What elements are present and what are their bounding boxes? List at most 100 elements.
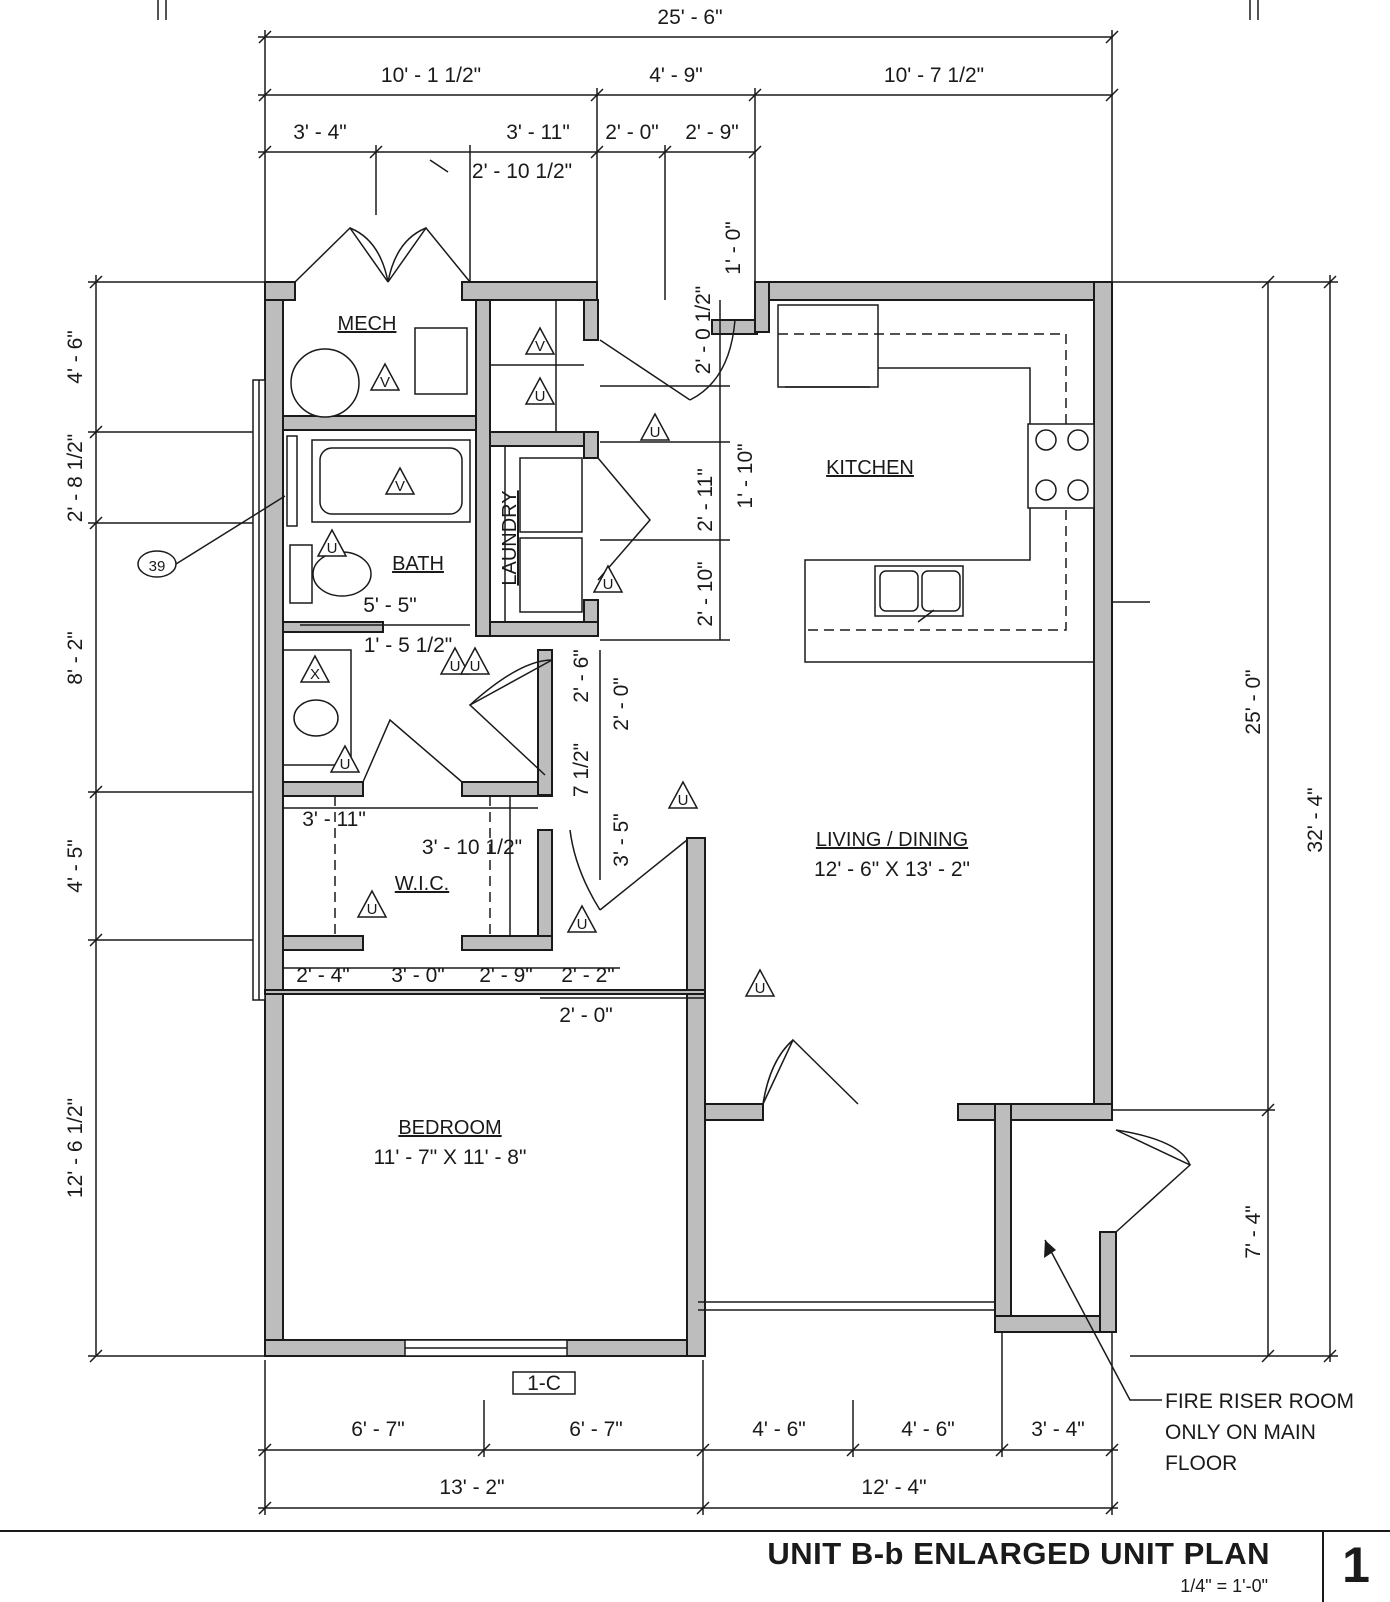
dim-bottom-total-1: 13' - 2" — [439, 1476, 504, 1499]
finish-tag: U — [639, 412, 671, 441]
dim-int-h7: 2' - 9" — [479, 964, 532, 987]
dim-int-h1: 5' - 5" — [363, 594, 416, 617]
top-dimension-lines — [258, 30, 1119, 300]
svg-text:U: U — [577, 916, 588, 933]
dim-int-h9: 2' - 0" — [559, 1004, 612, 1027]
finish-tag: U — [744, 968, 776, 997]
dim-int-v3: 1' - 10" — [734, 443, 757, 508]
dim-int-v1: 1' - 0" — [722, 221, 745, 274]
dim-bottom-2: 6' - 7" — [569, 1418, 622, 1441]
detail-callout: 39 — [137, 495, 286, 578]
dim-left-1: 4' - 6" — [64, 330, 87, 383]
room-size-living: 12' - 6" X 13' - 2" — [814, 858, 970, 881]
title-block-divider — [1322, 1532, 1324, 1602]
dim-left-5: 12' - 6 1/2" — [64, 1098, 87, 1198]
dim-bottom-5: 3' - 4" — [1031, 1418, 1084, 1441]
dim-int-v9: 3' - 5" — [610, 813, 633, 866]
finish-tag: U — [316, 528, 348, 557]
dim-int-v5: 2' - 10" — [694, 561, 717, 626]
dim-top-2: 4' - 9" — [649, 64, 702, 87]
dim-int-v4: 2' - 11" — [694, 468, 717, 532]
fixtures — [282, 300, 1095, 1311]
svg-text:U: U — [678, 792, 689, 809]
sheet-number: 1 — [1342, 1537, 1370, 1593]
sheet-border-ticks — [157, 0, 1259, 20]
dim-overall-width: 25' - 6" — [657, 6, 722, 29]
doors — [294, 226, 1192, 1233]
dim-int-h2: 1' - 5 1/2" — [364, 634, 453, 657]
left-dimension-lines — [88, 275, 282, 1363]
title-block: UNIT B-b ENLARGED UNIT PLAN 1/4" = 1'-0"… — [0, 1530, 1390, 1602]
interior-dimension-lines — [283, 300, 730, 999]
dim-int-h4: 3' - 10 1/2" — [422, 836, 522, 859]
dim-int-v8: 7 1/2" — [570, 743, 593, 797]
dim-bottom-4: 4' - 6" — [901, 1418, 954, 1441]
bottom-dimension-lines — [258, 1318, 1119, 1515]
dim-second-2: 3' - 11" — [506, 121, 570, 144]
fire-riser-note-line-2: ONLY ON MAIN — [1165, 1421, 1316, 1444]
dim-bottom-3: 4' - 6" — [752, 1418, 805, 1441]
room-size-bedroom: 11' - 7" X 11' - 8" — [374, 1146, 527, 1169]
dim-right-2: 32' - 4" — [1304, 787, 1327, 852]
room-label-wic: W.I.C. — [395, 873, 449, 895]
window-tag: 1-C — [512, 1371, 576, 1395]
room-label-laundry: LAUNDRY — [499, 490, 521, 585]
finish-tag: U — [459, 646, 491, 675]
sheet-scale: 1/4" = 1'-0" — [1180, 1576, 1268, 1596]
dim-left-4: 4' - 5" — [64, 839, 87, 892]
dim-bottom-total-2: 12' - 4" — [861, 1476, 926, 1499]
fire-riser-leader — [1044, 1239, 1162, 1401]
dim-int-v6: 2' - 6" — [570, 649, 593, 702]
finish-tag: U — [592, 564, 624, 593]
room-label-bedroom: BEDROOM — [398, 1117, 501, 1139]
finish-tag: U — [566, 904, 598, 933]
dim-right-1: 25' - 0" — [1242, 669, 1265, 734]
fire-riser-note-line-3: FLOOR — [1165, 1452, 1237, 1475]
svg-text:U: U — [450, 658, 461, 675]
room-label-bath: BATH — [392, 553, 444, 575]
fire-riser-note-line-1: FIRE RISER ROOM — [1165, 1390, 1354, 1413]
dim-top-3: 10' - 7 1/2" — [884, 64, 984, 87]
dim-right-3: 7' - 4" — [1242, 1205, 1265, 1258]
dim-int-h5: 2' - 4" — [296, 964, 349, 987]
svg-text:V: V — [535, 338, 545, 355]
dim-bottom-1: 6' - 7" — [351, 1418, 404, 1441]
svg-text:U: U — [340, 756, 351, 773]
dim-left-2: 2' - 8 1/2" — [64, 434, 87, 523]
svg-text:U: U — [327, 540, 338, 557]
svg-text:V: V — [395, 478, 405, 495]
finish-tag: V — [524, 326, 556, 355]
finish-tag: U — [667, 780, 699, 809]
finish-tag: U — [439, 646, 471, 675]
detail-ref-number: 39 — [149, 558, 166, 575]
dim-left-3: 8' - 2" — [64, 631, 87, 684]
dim-int-v7: 2' - 0" — [610, 677, 633, 730]
dim-int-h3: 3' - 11" — [302, 808, 366, 831]
svg-text:V: V — [380, 374, 390, 391]
walls — [252, 281, 1117, 1357]
dim-mech-door: 2' - 10 1/2" — [472, 160, 572, 183]
svg-text:U: U — [603, 576, 614, 593]
svg-text:U: U — [535, 388, 546, 405]
dim-int-v2: 2' - 0 1/2" — [692, 286, 715, 375]
finish-tag: U — [356, 889, 388, 918]
dim-int-h6: 3' - 0" — [391, 964, 444, 987]
room-label-living: LIVING / DINING — [816, 829, 968, 851]
svg-text:U: U — [470, 658, 481, 675]
finish-tag: X — [299, 654, 331, 683]
room-label-mech: MECH — [338, 313, 397, 335]
svg-text:U: U — [650, 424, 661, 441]
dim-top-1: 10' - 1 1/2" — [381, 64, 481, 87]
svg-text:X: X — [310, 666, 320, 683]
dim-second-4: 2' - 9" — [685, 121, 738, 144]
window-ref-label: 1-C — [527, 1372, 561, 1395]
dim-int-h8: 2' - 2" — [561, 964, 614, 987]
svg-text:U: U — [367, 901, 378, 918]
finish-tags: V V U V U U X U U U U U U U U — [299, 326, 776, 997]
dim-second-3: 2' - 0" — [605, 121, 658, 144]
finish-tag: U — [524, 376, 556, 405]
finish-tag: U — [329, 744, 361, 773]
finish-tag: V — [369, 362, 401, 391]
sheet-title: UNIT B-b ENLARGED UNIT PLAN — [767, 1536, 1270, 1571]
